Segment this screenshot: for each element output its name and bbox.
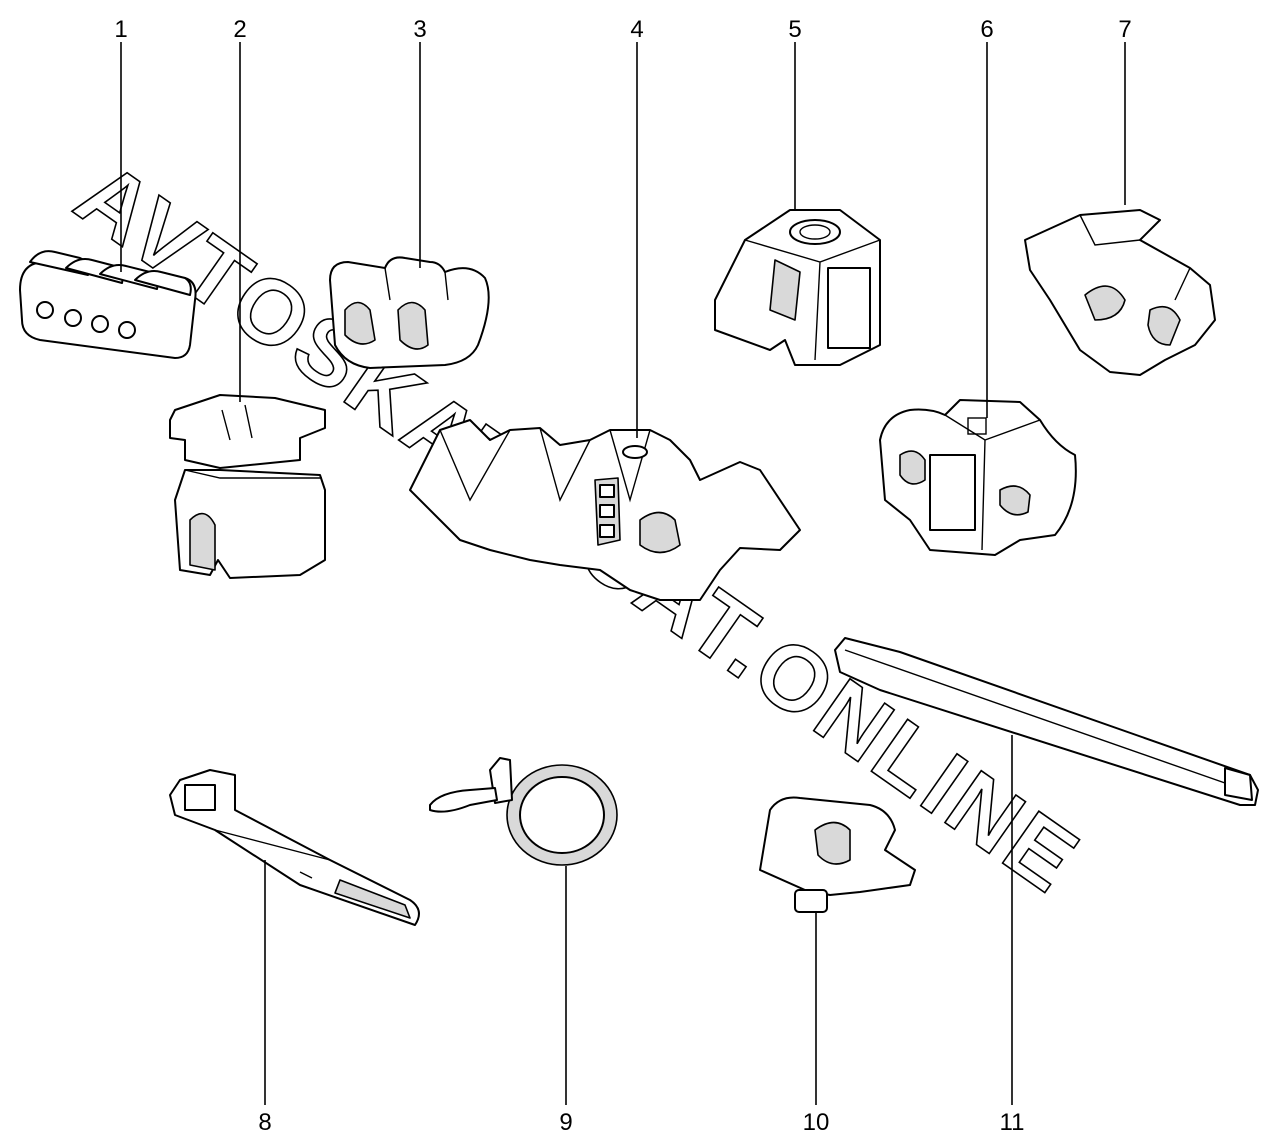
part-5-square-clip [714,209,881,366]
callout-11: 11 [1000,1109,1025,1136]
part-7-spring-clip [1024,209,1216,376]
part-6-hook-clip [879,399,1077,556]
callout-4: 4 [630,16,643,43]
callout-7: 7 [1118,16,1131,43]
part-8-cable-tie [169,769,420,926]
part-1-multi-hole-clip [19,250,197,359]
callout-6: 6 [980,16,993,43]
callout-5: 5 [788,16,801,43]
callout-9: 9 [559,1109,572,1136]
part-9-band-clamp [429,757,618,866]
part-3-double-clip [329,256,490,369]
part-10-push-clip [759,796,916,913]
part-2-holder [169,394,326,579]
callout-10: 10 [803,1109,830,1136]
callout-3: 3 [413,16,426,43]
callout-8: 8 [258,1109,271,1136]
part-4-multi-clip-holder [409,419,801,601]
part-11-channel-strip [834,637,1259,806]
callout-2: 2 [233,16,246,43]
callout-1: 1 [114,16,127,43]
